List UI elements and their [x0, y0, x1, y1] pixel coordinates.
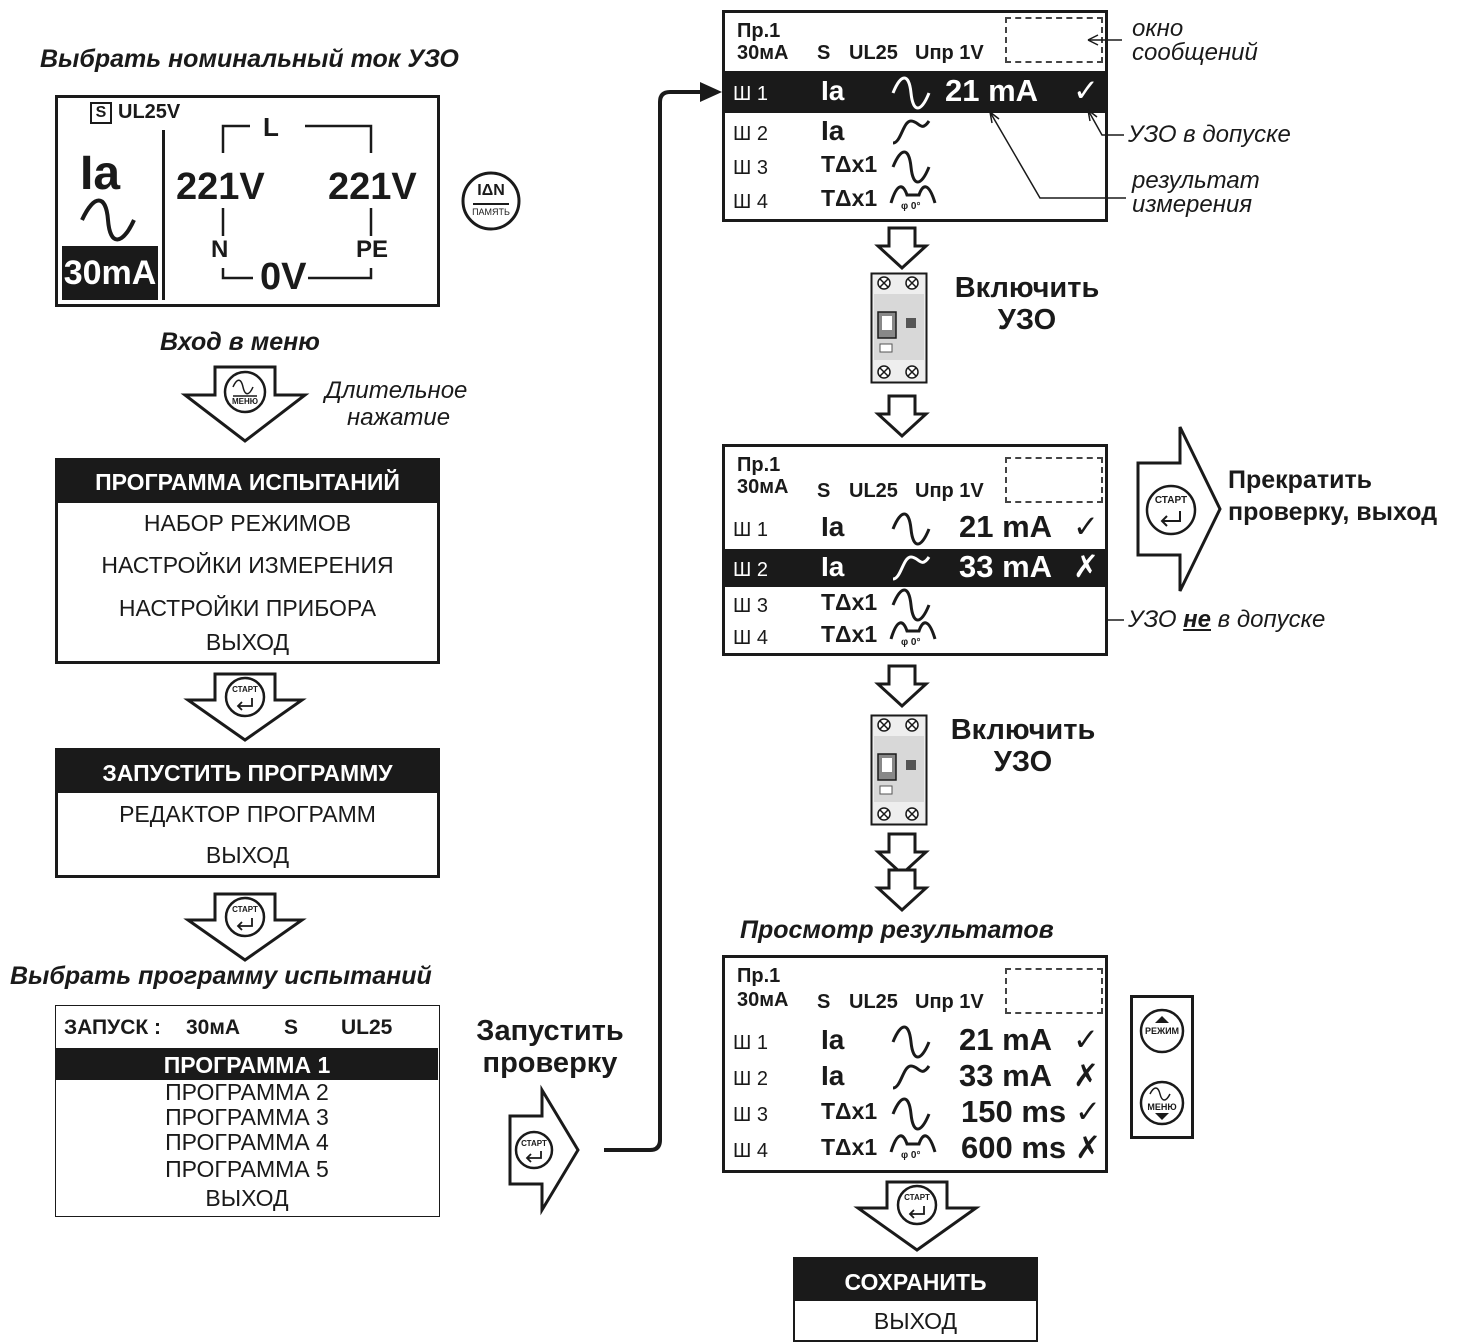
start-button[interactable]: СТАРТ	[896, 1184, 938, 1226]
nav-buttons-panel: РЕЖИМ МЕНЮ	[1130, 995, 1194, 1139]
switch-on-2a: Включить	[938, 714, 1108, 746]
result-screen-3: Пр.1 30мА S UL25 Uпр 1V Ш 1 Ia 21 mA ✓ Ш…	[722, 955, 1108, 1173]
result-screen-2: Пр.1 30мА S UL25 Uпр 1V Ш 1 Ia 21 mA ✓ Ш…	[722, 444, 1108, 656]
start-button[interactable]: СТАРТ	[1144, 483, 1198, 537]
menu-button[interactable]: МЕНЮ	[1139, 1080, 1185, 1126]
step-label-3: Ш 3	[733, 1104, 768, 1127]
down-arrow-5	[876, 868, 928, 914]
ul-label: UL25	[849, 481, 898, 501]
down-arrow-2	[876, 394, 928, 440]
step-mark-1: ✓	[1073, 509, 1099, 545]
step-symbol-4: TΔx1	[821, 621, 877, 648]
step-value-2: 33 mA	[959, 549, 1052, 585]
mode-label: РЕЖИМ	[1139, 1026, 1185, 1036]
stop-exit-2: проверку, выход	[1228, 498, 1437, 527]
step-value-4: 600 ms	[961, 1130, 1066, 1166]
prog-label: Пр.1	[737, 966, 780, 986]
step-mark-3: ✓	[1075, 1094, 1101, 1130]
step-symbol-1: Ia	[821, 511, 844, 543]
step-label-2: Ш 2	[733, 559, 768, 582]
half-sine-icon	[891, 1062, 931, 1092]
message-window	[1005, 457, 1103, 503]
step-label-1: Ш 1	[733, 519, 768, 542]
step-label-2: Ш 2	[733, 1068, 768, 1091]
rcd-fail-note: УЗО не в допуске	[1128, 609, 1325, 631]
step-symbol-3: TΔx1	[821, 1098, 877, 1125]
sine-wave-icon	[891, 1098, 931, 1130]
step-mark-4: ✗	[1075, 1130, 1101, 1166]
menu-label: МЕНЮ	[1139, 1102, 1185, 1112]
step-mark-2: ✗	[1073, 549, 1099, 585]
upr-label: Uпр 1V	[915, 992, 984, 1012]
prog-label: Пр.1	[737, 455, 780, 475]
start-label: СТАРТ	[896, 1193, 938, 1202]
save-start-arrow: СТАРТ	[852, 1180, 982, 1252]
s-label: S	[817, 992, 830, 1012]
rcd-device-icon	[870, 272, 928, 384]
step-label-3: Ш 3	[733, 595, 768, 618]
caption-view-results: Просмотр результатов	[740, 916, 1054, 945]
phi-label: φ 0°	[901, 1150, 921, 1161]
step-label-4: Ш 4	[733, 627, 768, 650]
switch-on-1a: Включить	[942, 272, 1112, 304]
message-window	[1005, 968, 1103, 1014]
rcd-fail-post: в допуске	[1211, 606, 1325, 633]
mode-button[interactable]: РЕЖИМ	[1139, 1008, 1185, 1054]
step-value-1: 21 mA	[959, 1022, 1052, 1058]
step-symbol-2: Ia	[821, 551, 844, 583]
switch-on-1b: УЗО	[942, 304, 1112, 336]
step-mark-1: ✓	[1073, 1022, 1099, 1058]
stop-exit-arrow: СТАРТ	[1136, 425, 1222, 593]
down-arrow-1	[876, 226, 928, 272]
rcd-device-icon	[870, 714, 928, 826]
ul-label: UL25	[849, 992, 898, 1012]
current-label: 30мА	[737, 990, 788, 1010]
rcd-fail-ne: не	[1183, 606, 1211, 633]
phi-label: φ 0°	[901, 637, 921, 648]
step-mark-2: ✗	[1073, 1058, 1099, 1094]
stop-exit-1: Прекратить	[1228, 466, 1372, 495]
step-value-3: 150 ms	[961, 1094, 1066, 1130]
step-label-4: Ш 4	[733, 1140, 768, 1163]
start-label: СТАРТ	[1144, 495, 1198, 506]
sine-wave-icon	[891, 1026, 931, 1058]
down-arrow-3	[876, 664, 928, 710]
switch-on-2b: УЗО	[938, 746, 1108, 778]
step-label-1: Ш 1	[733, 1032, 768, 1055]
half-sine-icon	[891, 553, 931, 583]
step-value-1: 21 mA	[959, 509, 1052, 545]
step-symbol-2: Ia	[821, 1060, 844, 1092]
menu-save: СОХРАНИТЬ ВЫХОД	[793, 1257, 1038, 1342]
step-symbol-1: Ia	[821, 1024, 844, 1056]
step-value-2: 33 mA	[959, 1058, 1052, 1094]
s-label: S	[817, 481, 830, 501]
current-label: 30мА	[737, 477, 788, 497]
save-exit-item[interactable]: ВЫХОД	[795, 1301, 1036, 1341]
rcd-fail-pre: УЗО	[1128, 606, 1183, 633]
step-symbol-4: TΔx1	[821, 1134, 877, 1161]
step-symbol-3: TΔx1	[821, 589, 877, 616]
upr-label: Uпр 1V	[915, 481, 984, 501]
save-item[interactable]: СОХРАНИТЬ	[795, 1259, 1036, 1301]
sine-wave-icon	[891, 513, 931, 545]
